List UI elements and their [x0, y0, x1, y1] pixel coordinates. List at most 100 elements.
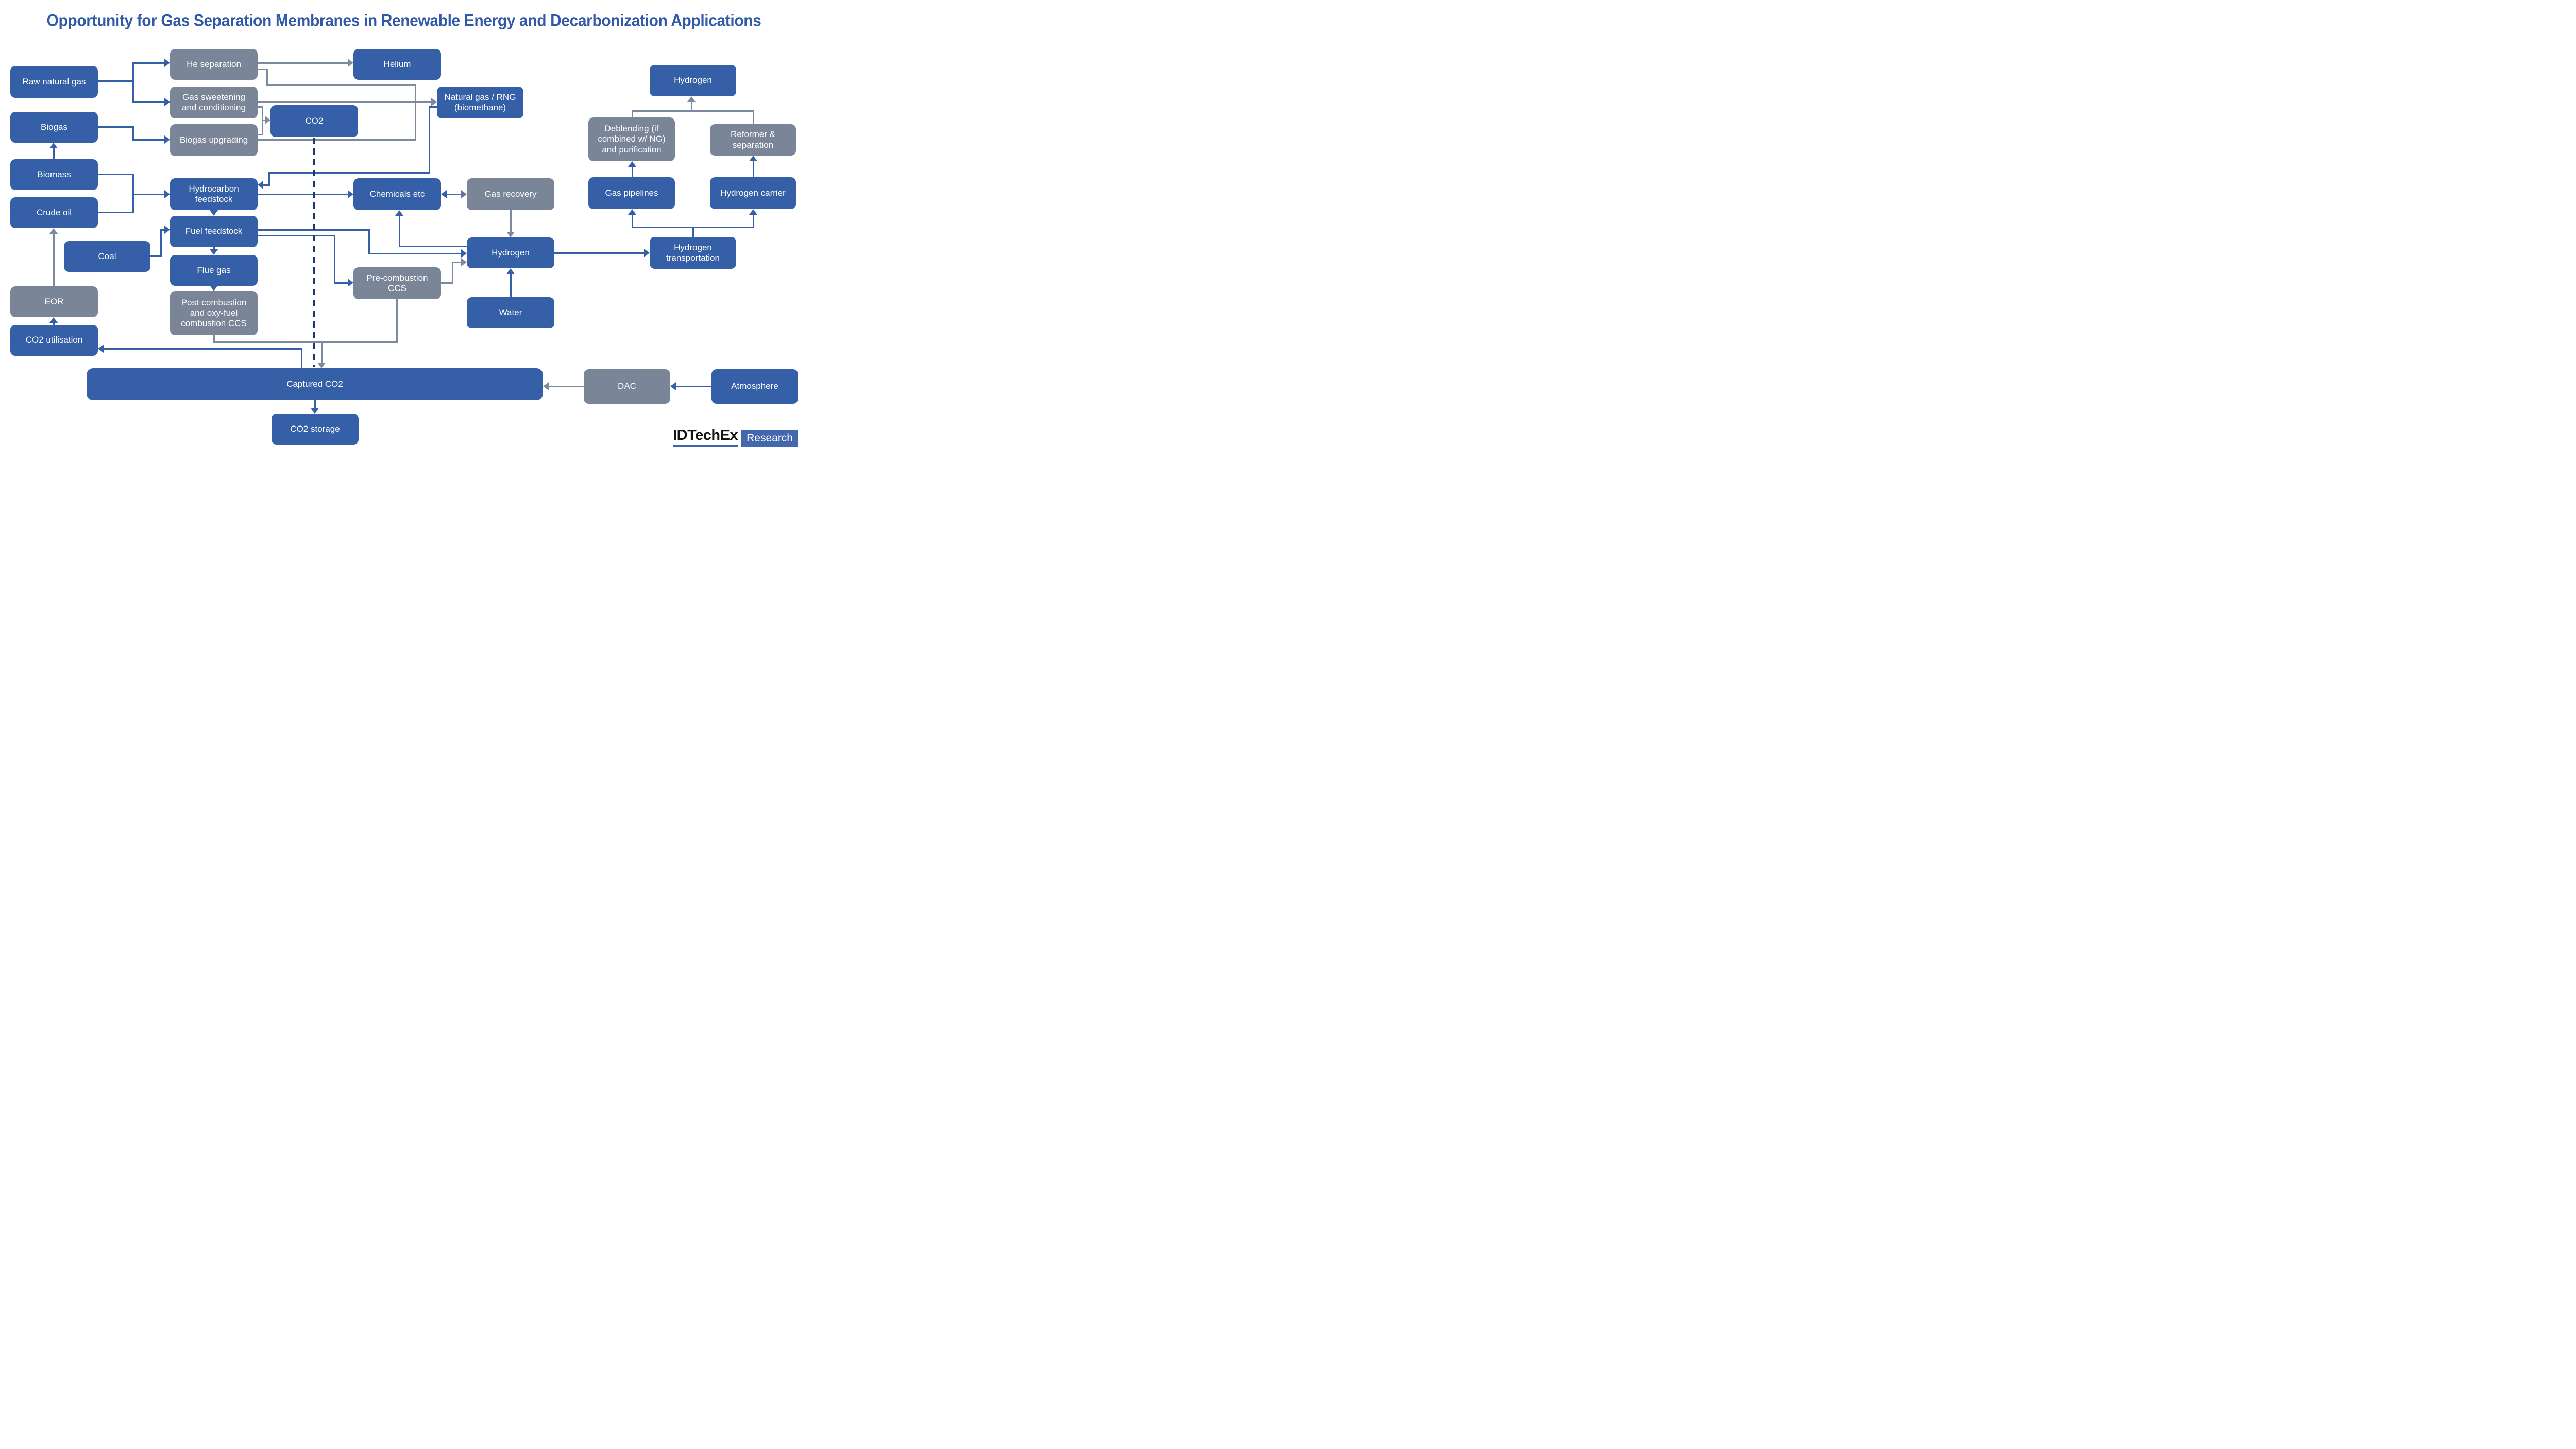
edge-ccs-to-captured-arrowhead — [317, 363, 326, 368]
node-label-eor: EOR — [44, 296, 64, 306]
node-label-fuel-feedstock: Fuel feedstock — [185, 226, 243, 236]
edge-hydrocarbon-to-chemicals-arrowhead — [348, 190, 353, 198]
edge-recovery-to-hydrogen — [510, 209, 512, 233]
node-eor: EOR — [10, 286, 98, 317]
edge-dac-to-captured — [547, 385, 585, 387]
edge-transportation-to-pipelines-carrier-arrowhead — [749, 209, 757, 215]
edge-fuel-to-hydrogen — [368, 229, 370, 254]
edge-sweetening-upgrading-to-co2 — [257, 106, 263, 108]
edge-captured-to-utilisation — [102, 348, 302, 350]
node-raw-natural-gas: Raw natural gas — [10, 66, 98, 98]
idtechex-logo-underline — [673, 445, 738, 447]
edge-biomass-crudeoil-to-hydrocarbon — [97, 173, 134, 175]
diagram-canvas: Opportunity for Gas Separation Membranes… — [0, 0, 808, 454]
edge-coal-to-fuel — [149, 255, 162, 257]
diagram-title: Opportunity for Gas Separation Membranes… — [46, 11, 761, 30]
edge-deblending-reformer-to-hydrogen — [690, 100, 692, 112]
node-co2-utilisation: CO2 utilisation — [10, 325, 98, 356]
edge-hydrogen-to-chemicals — [398, 214, 400, 247]
edge-coal-to-fuel — [160, 229, 166, 231]
node-label-co2-utilisation: CO2 utilisation — [25, 335, 83, 345]
edge-eor-to-crudeoil — [53, 232, 55, 287]
node-water: Water — [467, 297, 554, 328]
edge-raw-gas-split — [132, 101, 166, 103]
edge-deblending-reformer-to-hydrogen-arrowhead — [687, 96, 696, 102]
edge-fuel-to-flue-arrowhead — [210, 249, 218, 255]
edge-ccs-to-captured — [396, 298, 398, 343]
node-chemicals-etc: Chemicals etc — [353, 178, 441, 210]
node-gas-pipelines: Gas pipelines — [588, 177, 675, 209]
edge-deblending-reformer-to-hydrogen — [752, 110, 754, 125]
node-label-pre-combustion-ccs: Pre-combustion CCS — [366, 272, 428, 293]
node-deblending: Deblending (if combined w/ NG) and purif… — [588, 117, 675, 161]
idtechex-logo-brand-wrap: IDTechEx — [673, 428, 738, 447]
node-atmosphere: Atmosphere — [711, 369, 798, 404]
node-helium: Helium — [353, 49, 441, 80]
edge-ccs-to-captured — [320, 340, 323, 364]
node-biomass: Biomass — [10, 159, 98, 190]
node-label-flue-gas: Flue gas — [197, 265, 231, 275]
edge-water-to-hydrogen-arrowhead — [506, 268, 515, 274]
edge-pipelines-to-deblending-arrowhead — [628, 161, 636, 167]
edge-water-to-hydrogen — [510, 272, 512, 298]
edge-carrier-to-reformer — [752, 160, 754, 178]
edge-captured-to-utilisation-arrowhead — [98, 345, 104, 353]
node-reformer-separation: Reformer & separation — [710, 124, 796, 156]
node-label-crude-oil: Crude oil — [36, 207, 72, 217]
node-biogas-upgrading: Biogas upgrading — [170, 124, 258, 156]
node-label-he-separation: He separation — [187, 59, 241, 69]
edge-biomass-crudeoil-to-hydrocarbon-arrowhead — [164, 190, 170, 198]
idtechex-logo: IDTechEx Research — [673, 428, 798, 447]
edge-biomass-crudeoil-to-hydrocarbon — [132, 193, 166, 195]
node-label-gas-sweetening: Gas sweetening and conditioning — [182, 92, 246, 112]
node-he-separation: He separation — [170, 49, 258, 80]
edge-biogas-to-upgrading — [132, 139, 166, 141]
node-label-reformer-separation: Reformer & separation — [731, 129, 775, 150]
node-label-deblending: Deblending (if combined w/ NG) and purif… — [598, 124, 666, 155]
edge-fuel-to-pre-ccs — [333, 282, 349, 284]
edge-sweetening-upgrading-to-co2 — [261, 119, 266, 121]
edge-hesep-to-helium — [257, 62, 349, 64]
edge-deblending-reformer-to-hydrogen — [631, 110, 633, 118]
node-flue-gas: Flue gas — [170, 255, 258, 286]
edge-deblending-reformer-to-hydrogen — [631, 110, 754, 112]
node-label-hydrogen-production: Hydrogen — [492, 247, 530, 258]
node-post-combustion-ccs: Post-combustion and oxy-fuel combustion … — [170, 291, 258, 335]
edge-biomass-to-biogas-arrowhead — [49, 143, 58, 148]
edge-flue-to-post-ccs-arrowhead — [210, 285, 218, 291]
node-label-water: Water — [499, 307, 522, 317]
node-fuel-feedstock: Fuel feedstock — [170, 216, 258, 247]
node-hydrogen-end-use: Hydrogen — [650, 65, 736, 96]
node-pre-combustion-ccs: Pre-combustion CCS — [353, 267, 441, 299]
node-hydrogen-carrier: Hydrogen carrier — [710, 177, 796, 209]
edge-biomass-to-biogas — [53, 147, 55, 160]
idtechex-logo-brand: IDTechEx — [673, 427, 738, 444]
node-label-post-combustion-ccs: Post-combustion and oxy-fuel combustion … — [181, 297, 247, 329]
edge-rng-junction-vertical — [414, 84, 416, 141]
node-label-hydrogen-carrier: Hydrogen carrier — [720, 187, 786, 198]
edge-eor-to-crudeoil-arrowhead — [49, 228, 58, 234]
edge-ccs-to-captured — [213, 340, 398, 343]
node-gas-recovery: Gas recovery — [467, 178, 554, 210]
node-label-biogas-upgrading: Biogas upgrading — [179, 134, 248, 145]
edge-captured-to-storage — [314, 399, 316, 410]
edge-hydrogen-to-chemicals-arrowhead — [395, 210, 403, 216]
node-co2: CO2 — [270, 105, 358, 137]
edge-captured-to-storage-arrowhead — [311, 408, 319, 414]
edge-utilisation-to-eor — [53, 321, 55, 326]
edge-fuel-to-pre-ccs-arrowhead — [348, 279, 353, 287]
edge-chemicals-gas-recovery-bidirectional-arrowhead — [441, 190, 447, 198]
edge-raw-gas-split — [97, 80, 134, 82]
edge-biomass-crudeoil-to-hydrocarbon — [97, 211, 134, 213]
edge-hesep-to-rng-junction — [257, 68, 268, 70]
edge-carrier-to-reformer-arrowhead — [749, 156, 757, 161]
edge-biomass-crudeoil-to-hydrocarbon — [132, 173, 134, 213]
edge-hydrogen-to-transportation-arrowhead — [644, 249, 650, 257]
edge-atmosphere-to-dac-arrowhead — [670, 382, 676, 390]
edge-pre-ccs-to-hydrogen — [451, 261, 463, 263]
edge-rng-to-hydrocarbon — [428, 106, 430, 174]
edge-pipelines-to-deblending — [631, 165, 633, 178]
edge-ccs-to-captured — [213, 334, 215, 343]
node-captured-co2: Captured CO2 — [87, 368, 543, 400]
edge-biogas-to-upgrading — [97, 126, 134, 128]
